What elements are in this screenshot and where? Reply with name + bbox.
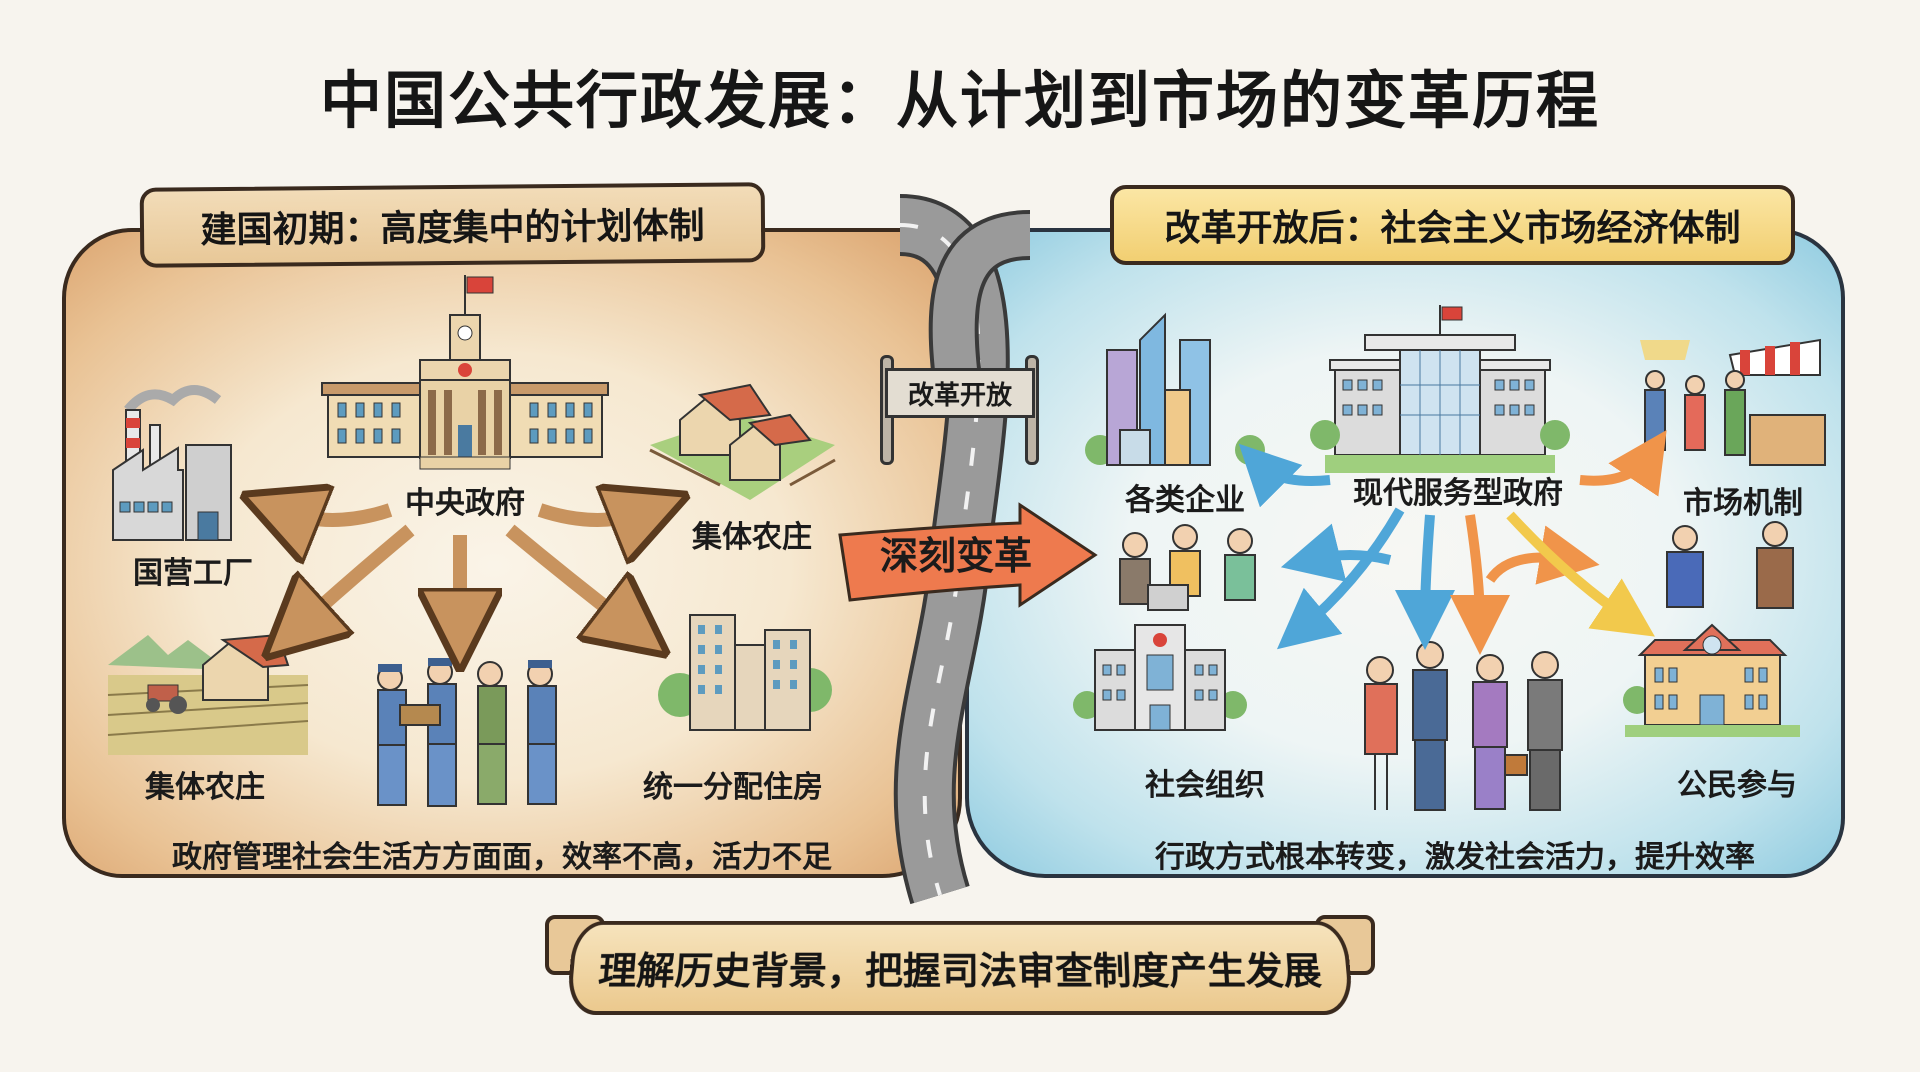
unified-housing-label: 统一分配住房 xyxy=(643,762,823,806)
enterprises-label: 各类企业 xyxy=(1125,475,1245,519)
service-government-arrows xyxy=(1250,470,1670,640)
citizens-handshake-group-icon xyxy=(1355,640,1585,815)
social-organizations-label: 社会组织 xyxy=(1145,760,1265,804)
modern-government-building-icon xyxy=(1325,305,1555,475)
profound-change-label: 深刻变革 xyxy=(880,525,1032,580)
reform-opening-sign: 改革开放 xyxy=(885,368,1035,418)
public-participation-label: 公民参与 xyxy=(1677,760,1797,804)
state-factory-icon xyxy=(108,390,278,540)
market-stall-icon xyxy=(1630,330,1830,470)
collective-farm-label-left: 集体农庄 xyxy=(145,762,265,806)
state-factory-label: 国营工厂 xyxy=(133,548,253,592)
right-panel-caption: 行政方式根本转变，激发社会活力，提升效率 xyxy=(1155,832,1755,876)
footer-banner: 理解历史背景，把握司法审查制度产生发展 xyxy=(566,921,1355,1015)
workers-group-icon xyxy=(360,660,580,810)
left-banner: 建国初期：高度集中的计划体制 xyxy=(140,182,766,267)
enterprises-skyscrapers-icon xyxy=(1085,310,1265,470)
social-organization-building-icon xyxy=(1075,620,1245,740)
right-banner: 改革开放后：社会主义市场经济体制 xyxy=(1110,185,1795,265)
market-mechanism-label: 市场机制 xyxy=(1683,478,1803,522)
left-panel-caption: 政府管理社会生活方方面面，效率不高，活力不足 xyxy=(172,832,832,876)
central-government-building-icon xyxy=(320,275,610,475)
page-title: 中国公共行政发展：从计划到市场的变革历程 xyxy=(0,50,1920,140)
business-negotiation-icon xyxy=(1655,520,1805,610)
planned-distribution-arrows xyxy=(270,480,840,650)
